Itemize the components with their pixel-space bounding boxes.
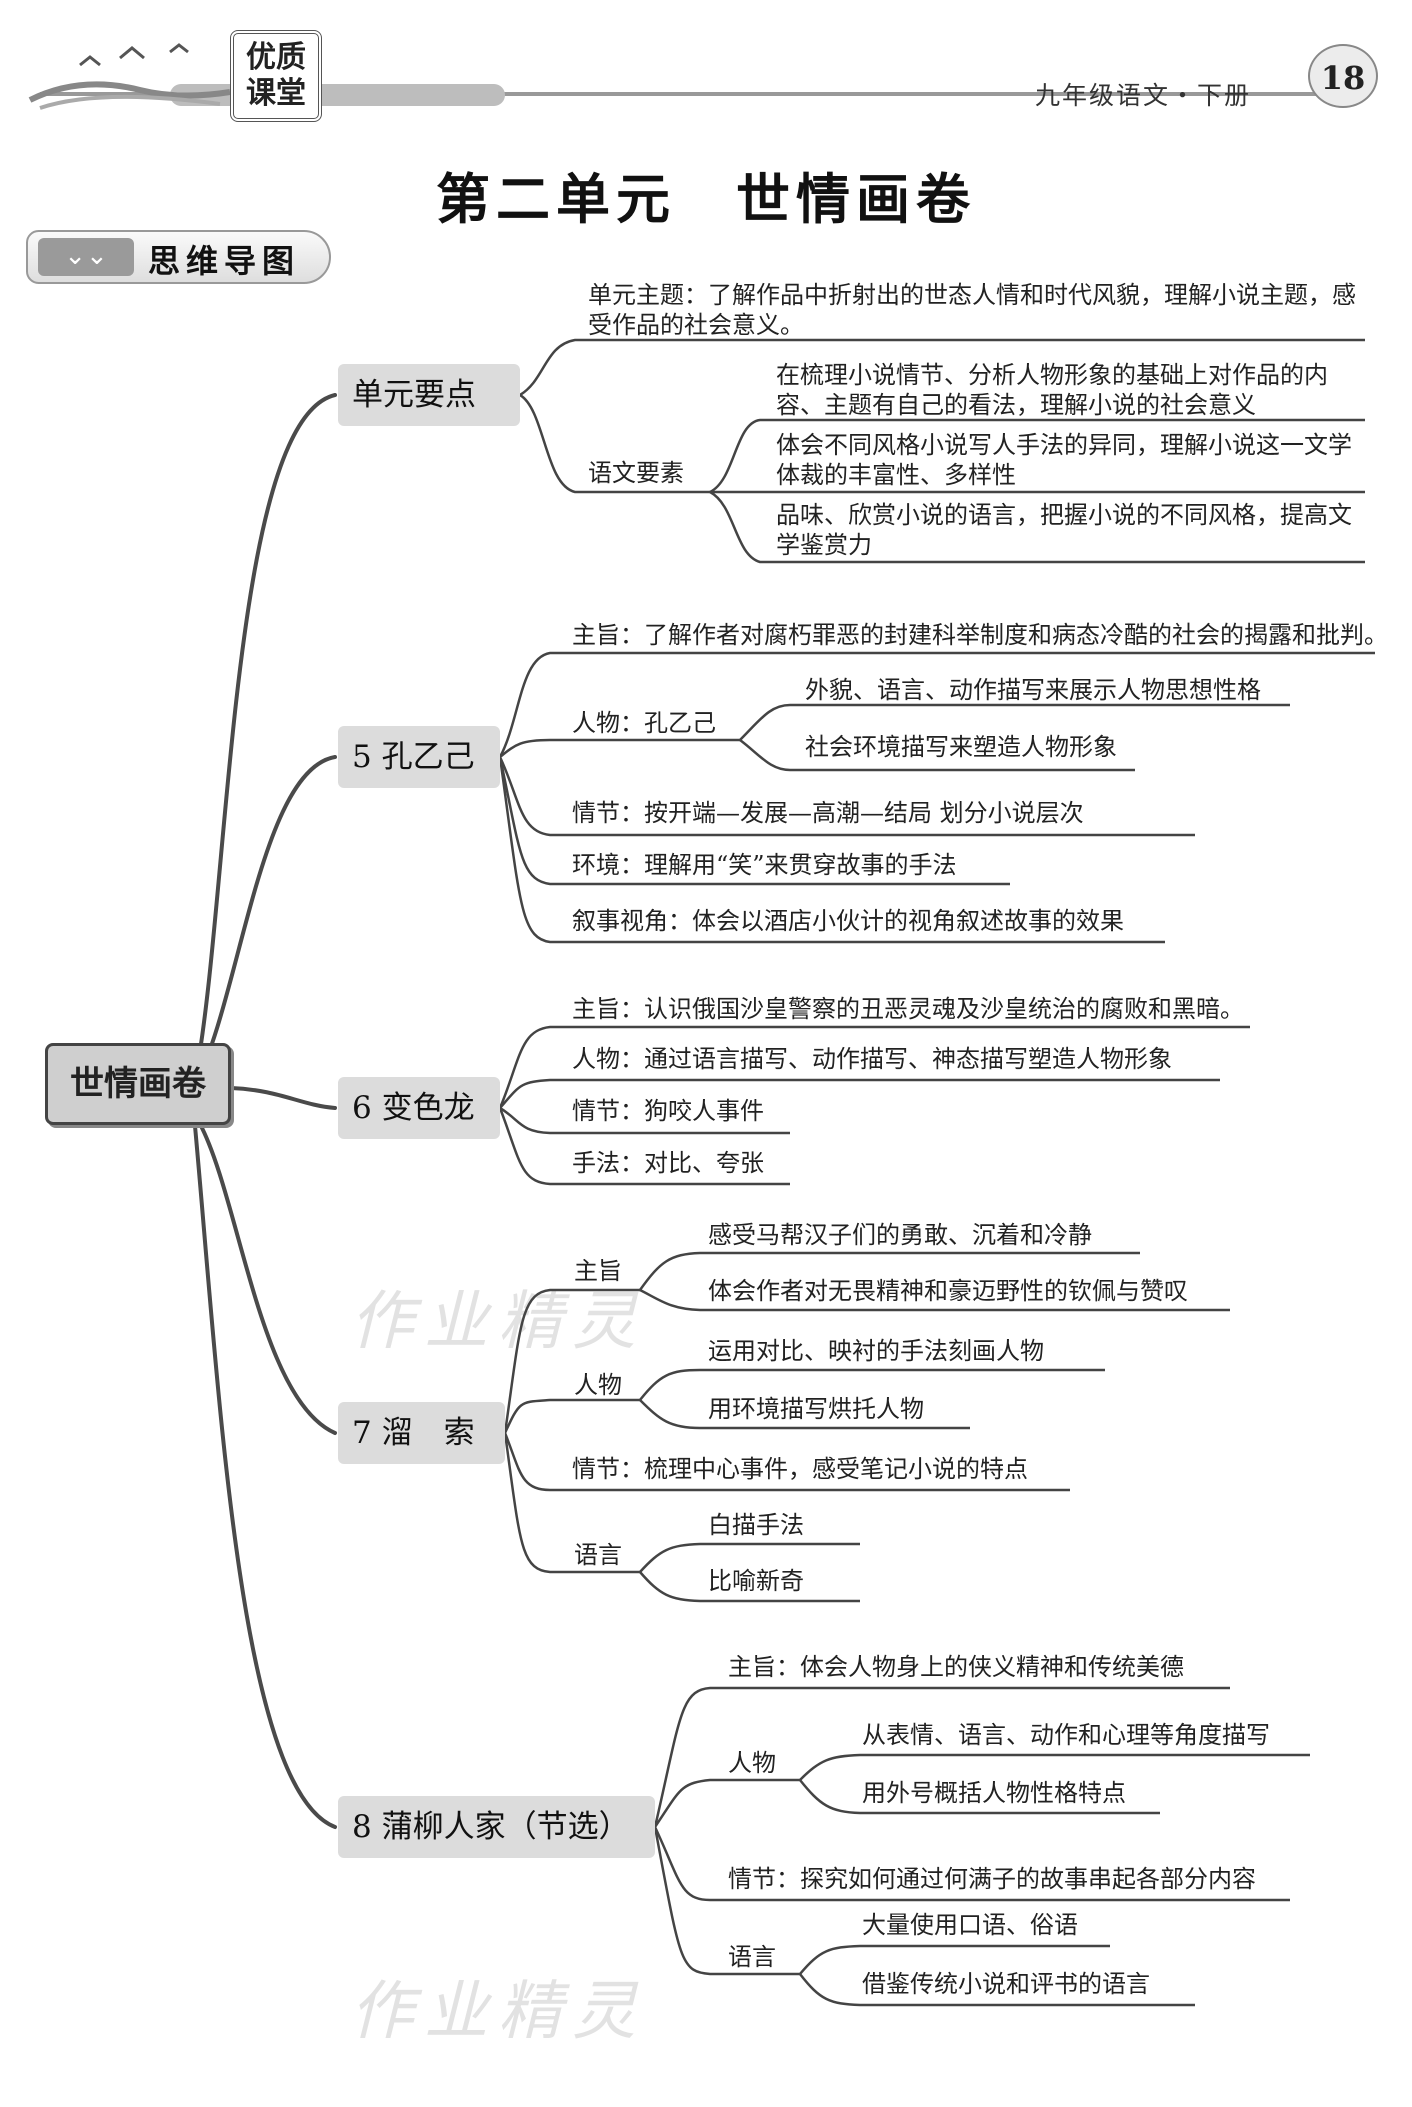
watermark: 作业精灵: [350, 1285, 646, 1359]
lesson7-theme-label: 主旨: [574, 1257, 622, 1285]
lesson5-environment: 环境：理解用“笑”来贯穿故事的手法: [572, 851, 957, 879]
logo-line-1: 优质: [246, 40, 306, 75]
lesson8-character-item: 从表情、语言、动作和心理等角度描写: [862, 1721, 1270, 1749]
lesson7-theme-item: 感受马帮汉子们的勇敢、沉着和冷静: [708, 1221, 1092, 1249]
lesson7-character-item: 用环境描写烘托人物: [708, 1395, 924, 1423]
logo-line-2: 课堂: [246, 76, 306, 111]
lesson7-plot: 情节：梳理中心事件，感受笔记小说的特点: [572, 1455, 1028, 1483]
lesson8-language-item: 借鉴传统小说和评书的语言: [862, 1970, 1150, 1998]
lesson8-language-label: 语言: [728, 1943, 776, 1971]
element-item: 在梳理小说情节、分析人物形象的基础上对作品的内容、主题有自己的看法，理解小说的社…: [776, 361, 1328, 419]
unit-theme-text: 单元主题：了解作品中折射出的世态人情和时代风貌，理解小说主题，感受作品的社会意义…: [588, 281, 1356, 339]
lesson6-character: 人物：通过语言描写、动作描写、神态描写塑造人物形象: [572, 1045, 1172, 1073]
double-chevron-down-icon: ⌄⌄: [38, 238, 134, 276]
lesson5-plot: 情节：按开端—发展—高潮—结局 划分小说层次: [572, 799, 1084, 827]
lesson8-language-item: 大量使用口语、俗语: [862, 1911, 1078, 1939]
header-rule: [40, 92, 1340, 96]
node-lesson-6: 6 变色龙: [338, 1077, 500, 1139]
elements-label: 语文要素: [588, 459, 684, 487]
page-title: 第二单元 世情画卷: [436, 167, 976, 231]
lesson6-plot: 情节：狗咬人事件: [572, 1097, 764, 1125]
lesson6-theme: 主旨：认识俄国沙皇警察的丑恶灵魂及沙皇统治的腐败和黑暗。: [572, 995, 1244, 1023]
subject-label: 九年级语文・下册: [1035, 81, 1252, 110]
lesson7-character-item: 运用对比、映衬的手法刻画人物: [708, 1337, 1044, 1365]
node-lesson-5: 5 孔乙己: [338, 726, 500, 788]
brand-logo: 优质 课堂: [230, 30, 322, 122]
node-unit-points: 单元要点: [338, 364, 520, 426]
lesson5-character-label: 人物：孔乙己: [572, 709, 716, 737]
node-lesson-7: 7 溜 索: [338, 1402, 505, 1464]
lesson5-perspective: 叙事视角：体会以酒店小伙计的视角叙述故事的效果: [572, 907, 1124, 935]
lesson8-plot: 情节：探究如何通过何满子的故事串起各部分内容: [728, 1865, 1256, 1893]
lesson6-technique: 手法：对比、夸张: [572, 1149, 764, 1177]
lesson8-theme: 主旨：体会人物身上的侠义精神和传统美德: [728, 1653, 1184, 1681]
node-lesson-8: 8 蒲柳人家（节选）: [338, 1796, 655, 1858]
lesson7-character-label: 人物: [574, 1371, 622, 1399]
lesson7-theme-item: 体会作者对无畏精神和豪迈野性的钦佩与赞叹: [708, 1277, 1188, 1305]
watermark: 作业精灵: [350, 1975, 646, 2049]
lesson5-character-item: 社会环境描写来塑造人物形象: [805, 733, 1117, 761]
lesson7-language-label: 语言: [574, 1541, 622, 1569]
lesson8-character-item: 用外号概括人物性格特点: [862, 1779, 1126, 1807]
page-number: 18: [1308, 44, 1378, 108]
lesson8-character-label: 人物: [728, 1749, 776, 1777]
element-item: 体会不同风格小说写人手法的异同，理解小说这一文学体裁的丰富性、多样性: [776, 431, 1352, 489]
seagull-logo-icon: [28, 43, 231, 110]
lesson7-language-item: 比喻新奇: [708, 1567, 804, 1595]
lesson7-language-item: 白描手法: [708, 1511, 804, 1539]
section-label: 思维导图: [148, 242, 301, 280]
lesson5-theme: 主旨：了解作者对腐朽罪恶的封建科举制度和病态冷酷的社会的揭露和批判。: [572, 621, 1388, 649]
element-item: 品味、欣赏小说的语言，把握小说的不同风格，提高文学鉴赏力: [776, 501, 1352, 559]
mindmap-root: 世情画卷: [45, 1043, 231, 1125]
lesson5-character-item: 外貌、语言、动作描写来展示人物思想性格: [805, 676, 1261, 704]
